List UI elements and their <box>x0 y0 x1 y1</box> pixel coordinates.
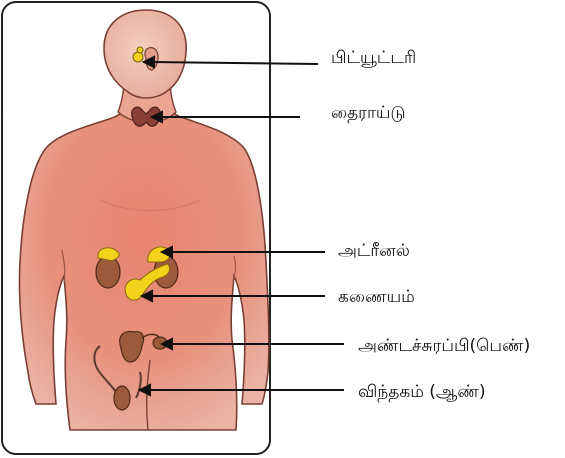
label-testis: விந்தகம் (ஆண்) <box>358 382 486 402</box>
adrenal-gland-left <box>98 248 119 261</box>
label-adrenal: அட்ரீனல் <box>338 241 410 261</box>
kidney-left <box>96 256 120 288</box>
label-pancreas: கணையம் <box>338 287 415 307</box>
label-pituitary: பிட்யூட்டரி <box>331 48 416 68</box>
label-thyroid: தைராய்டு <box>331 103 406 123</box>
testis <box>114 386 130 410</box>
pituitary-gland-lobe <box>137 47 143 53</box>
label-ovary: அண்டச்சுரப்பி(பெண்) <box>358 336 530 356</box>
pituitary-gland <box>133 52 143 62</box>
